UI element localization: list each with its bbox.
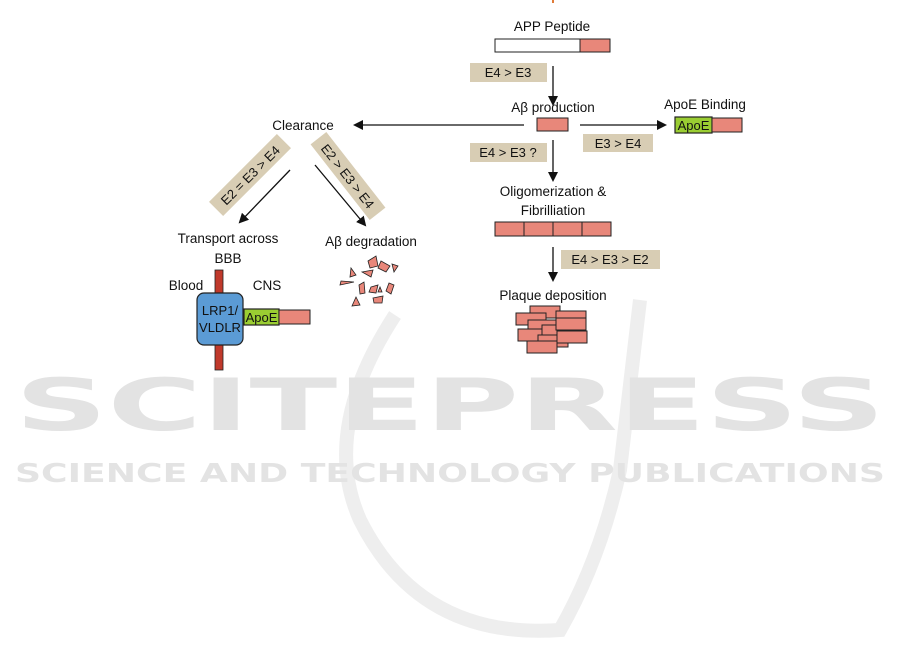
oligomerization-label-line2: Fibrilliation — [521, 203, 586, 218]
tag-binding — [583, 134, 653, 152]
tag-transport-text: E2 = E3 > E4 — [218, 143, 283, 208]
transport-abeta — [278, 309, 311, 325]
apoe-box-text: ApoE — [678, 118, 710, 133]
tag-oligomerization-text: E4 > E3 ? — [479, 145, 536, 160]
lrp1-vldlr-receptor — [196, 292, 244, 346]
transport-label-line1: Transport across — [178, 231, 279, 246]
tag-oligomerization — [470, 143, 547, 162]
tag-production — [470, 63, 547, 82]
plaque-bricks — [515, 305, 588, 354]
plaque-deposition-label: Plaque deposition — [499, 288, 606, 303]
tag-plaque — [561, 250, 660, 269]
watermark-title: SCITEPRESS — [15, 363, 885, 447]
receptor-label-line2: VLDLR — [199, 320, 241, 335]
tag-plaque-text: E4 > E3 > E2 — [571, 252, 648, 267]
abeta-production-label: Aβ production — [511, 100, 595, 115]
blood-label: Blood — [169, 278, 204, 293]
watermark-swoosh — [339, 299, 647, 638]
apoe-bound-abeta — [711, 117, 743, 133]
abeta-monomer — [536, 117, 569, 132]
transport-apoe-text: ApoE — [246, 310, 278, 325]
oligomer-bar — [494, 221, 612, 237]
arrow-to-degradation — [314, 164, 367, 227]
abeta-degradation-label: Aβ degradation — [325, 234, 417, 249]
top-mark — [552, 0, 554, 3]
tag-binding-text: E3 > E4 — [595, 136, 642, 151]
cns-label: CNS — [253, 278, 282, 293]
app-peptide-label: APP Peptide — [514, 19, 590, 34]
arrow-to-transport — [238, 169, 291, 224]
watermark: SCITEPRESS SCIENCE AND TECHNOLOGY PUBLIC… — [15, 299, 885, 638]
clearance-label: Clearance — [272, 118, 334, 133]
app-peptide-bar — [494, 38, 611, 53]
tag-production-text: E4 > E3 — [485, 65, 532, 80]
tag-degradation: E2 > E3 > E4 — [310, 132, 386, 220]
tag-transport: E2 = E3 > E4 — [208, 133, 292, 217]
receptor-label-line1: LRP1/ — [202, 303, 239, 318]
apoe-binding-label: ApoE Binding — [664, 97, 746, 112]
tag-degradation-text: E2 > E3 > E4 — [318, 141, 377, 211]
watermark-subtitle: SCIENCE AND TECHNOLOGY PUBLICATIONS — [15, 459, 885, 489]
abeta-fragments — [339, 255, 399, 307]
oligomerization-label-line1: Oligomerization & — [500, 184, 607, 199]
transport-label-line2: BBB — [214, 251, 241, 266]
